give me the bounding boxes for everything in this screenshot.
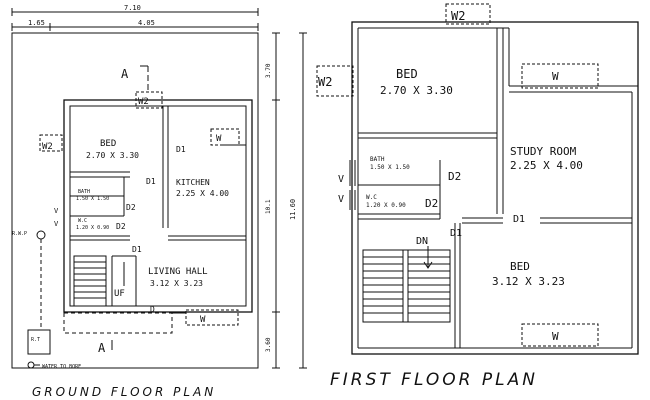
door-label: D1 <box>450 228 462 239</box>
rt-label: R.T <box>31 337 40 343</box>
window-label: W <box>216 134 222 144</box>
window-label: W <box>552 330 559 343</box>
room-size: 3.12 X 3.23 <box>492 275 565 288</box>
stair-dn-label: DN <box>416 236 428 247</box>
door-label: D2 <box>116 222 126 231</box>
room-size: 2.25 X 4.00 <box>176 189 229 198</box>
vent-label: V <box>54 220 59 228</box>
room-name: W.C <box>78 218 87 224</box>
room-name: LIVING HALL <box>148 267 208 277</box>
room-size: 1.50 X 1.50 <box>76 196 109 202</box>
room-name: BED <box>100 139 116 149</box>
dim-overall-width: 7.10 <box>124 4 141 12</box>
door-label: D2 <box>126 203 136 212</box>
uf-label: UF <box>114 289 125 299</box>
door-label: D1 <box>176 145 186 154</box>
dim-left-offset: 1.65 <box>28 19 45 27</box>
room-name: BATH <box>78 189 90 195</box>
room-size: 1.20 X 0.90 <box>76 225 109 231</box>
window-label: W2 <box>451 9 465 23</box>
window-label: W <box>552 70 559 83</box>
room-size: 2.25 X 4.00 <box>510 159 583 172</box>
door-label: D2 <box>425 197 438 210</box>
room-size: 2.70 X 3.30 <box>86 151 139 160</box>
vent-label: V <box>338 194 344 205</box>
door-label: D2 <box>448 170 461 183</box>
ground-floor-labels: 7.10 1.65 4.05 11.60 3.70 10.1 3.60 BED … <box>12 4 297 399</box>
vent-label: V <box>54 207 59 215</box>
room-name: BED <box>396 67 418 81</box>
room-name: BED <box>510 260 530 273</box>
water-bore-label: WATER TO BORE <box>42 364 81 370</box>
vent-label: V <box>338 174 344 185</box>
first-floor-plan <box>316 3 639 355</box>
dim-rear: 3.60 <box>265 337 272 352</box>
room-name: BATH <box>370 156 385 163</box>
door-label: D <box>150 305 155 314</box>
ground-floor-caption: GROUND FLOOR PLAN <box>32 385 216 399</box>
door-label: D1 <box>146 177 156 186</box>
dim-depth: 11.60 <box>289 199 297 220</box>
room-size: 1.20 X 0.90 <box>366 202 406 209</box>
window-label: W <box>200 315 206 325</box>
ground-floor-plan <box>11 8 307 369</box>
section-label: A <box>98 341 106 355</box>
room-name: STUDY ROOM <box>510 145 577 158</box>
room-size: 1.50 X 1.50 <box>370 164 410 171</box>
rwp-label: R.W.P <box>12 231 27 237</box>
dim-front: 3.70 <box>265 63 272 78</box>
door-label: D1 <box>132 245 142 254</box>
room-size: 3.12 X 3.23 <box>150 279 203 288</box>
door-label: D1 <box>513 214 525 225</box>
dim-plot-width: 4.05 <box>138 19 155 27</box>
window-label: W2 <box>42 142 53 152</box>
window-label: W2 <box>318 75 332 89</box>
window-label: W2 <box>138 97 149 107</box>
room-size: 2.70 X 3.30 <box>380 84 453 97</box>
dim-mid: 10.1 <box>265 199 272 214</box>
room-name: KITCHEN <box>176 178 210 187</box>
section-label: A <box>121 67 129 81</box>
first-floor-labels: BED 2.70 X 3.30 STUDY ROOM 2.25 X 4.00 B… <box>318 9 583 390</box>
room-name: W.C <box>366 194 377 201</box>
first-floor-caption: FIRST FLOOR PLAN <box>330 370 538 390</box>
